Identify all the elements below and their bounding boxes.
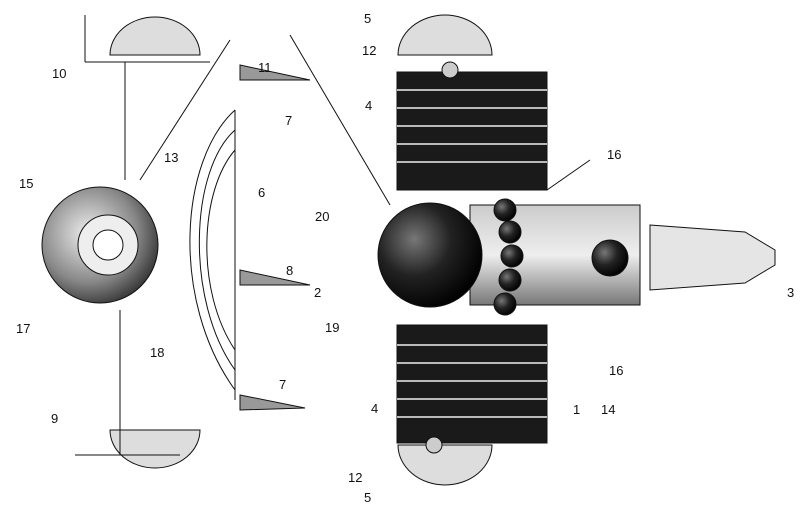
label-13: 13 [164, 150, 179, 165]
label-12-top: 12 [362, 43, 377, 58]
label-9: 9 [51, 411, 59, 426]
label-5-bottom: 5 [364, 490, 372, 505]
label-4-top: 4 [365, 98, 373, 113]
label-19: 19 [325, 320, 340, 335]
label-12-bottom: 12 [348, 470, 363, 485]
label-3: 3 [787, 285, 795, 300]
label-16-top: 16 [607, 147, 622, 162]
label-16-bottom: 16 [609, 363, 624, 378]
label-6: 6 [258, 185, 266, 200]
side-view [41, 15, 391, 469]
label-8: 8 [286, 263, 294, 278]
label-17: 17 [16, 321, 31, 336]
label-14: 14 [601, 402, 616, 417]
label-10: 10 [52, 66, 67, 81]
label-7-bottom: 7 [279, 377, 287, 392]
label-18: 18 [150, 345, 165, 360]
label-5-top: 5 [364, 11, 372, 26]
label-11: 11 [258, 60, 272, 75]
label-7-top: 7 [285, 113, 293, 128]
label-2: 2 [314, 285, 322, 300]
label-1: 1 [573, 402, 581, 417]
label-4-bottom: 4 [371, 401, 379, 416]
label-15: 15 [19, 176, 34, 191]
label-20: 20 [315, 209, 330, 224]
top-view [377, 14, 776, 486]
